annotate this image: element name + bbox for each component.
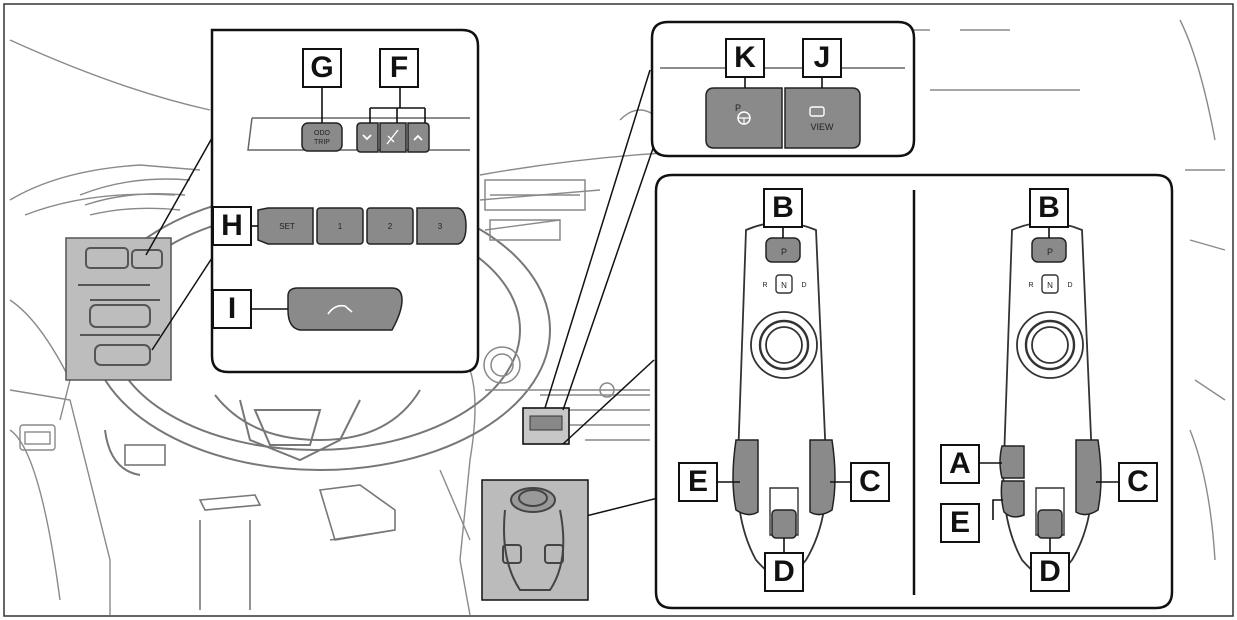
c-button-right xyxy=(1075,439,1102,516)
shift-p-right: P xyxy=(1047,247,1053,257)
odo-text: ODO xyxy=(314,130,331,137)
callout-e-left: E xyxy=(678,462,718,502)
odo-trip-button xyxy=(301,122,343,152)
memory-buttons xyxy=(257,207,467,245)
callout-i: I xyxy=(212,289,252,329)
d-button-left xyxy=(771,509,797,539)
callout-a-right: A xyxy=(940,444,980,484)
view-button xyxy=(784,87,861,149)
highlight-left xyxy=(65,237,172,381)
connector-lines xyxy=(145,69,691,521)
callout-c-right: C xyxy=(1118,462,1158,502)
shift-n-right: N xyxy=(1047,281,1053,290)
callout-b-right: B xyxy=(1029,188,1069,228)
easy-access-button xyxy=(287,287,403,331)
shifter-leaders xyxy=(718,228,1118,552)
callout-c-left: C xyxy=(850,462,890,502)
callout-d-right: D xyxy=(1030,552,1070,592)
camera-icon xyxy=(809,106,825,117)
callout-f: F xyxy=(379,48,419,88)
pedals xyxy=(124,444,396,610)
chevron-up-icon xyxy=(413,134,423,141)
set-button-text: SET xyxy=(279,222,295,231)
callout-d-left: D xyxy=(764,552,804,592)
shifter-left xyxy=(736,221,828,581)
shift-r-right: R xyxy=(1028,282,1033,289)
shift-d-left: D xyxy=(801,282,806,289)
a-button-right xyxy=(999,445,1025,479)
c-button-left xyxy=(809,439,836,516)
trip-text: TRIP xyxy=(314,139,330,146)
preset-2-text: 2 xyxy=(388,222,393,231)
steering-adjust-icon xyxy=(386,129,399,145)
e-button-right xyxy=(1000,480,1025,518)
shift-r-left: R xyxy=(762,282,767,289)
shift-p-left: P xyxy=(781,247,787,257)
chevron-down-icon xyxy=(362,134,372,141)
shift-d-right: D xyxy=(1067,282,1072,289)
callout-e-right: E xyxy=(940,503,980,543)
seat-icon xyxy=(327,304,353,315)
callout-b-left: B xyxy=(763,188,803,228)
callout-g: G xyxy=(302,48,342,88)
panel-console-buttons xyxy=(650,20,916,158)
shift-n-left: N xyxy=(781,281,787,290)
e-button-left xyxy=(732,439,759,516)
callout-k: K xyxy=(725,38,765,78)
left-vents xyxy=(19,178,191,451)
callout-j: J xyxy=(802,38,842,78)
parking-p-text: P xyxy=(735,103,741,113)
view-text: VIEW xyxy=(810,122,834,132)
preset-3-text: 3 xyxy=(438,222,443,231)
callout-h: H xyxy=(212,206,252,246)
d-button-right xyxy=(1037,509,1063,539)
f-button-group xyxy=(356,122,430,153)
preset-1-text: 1 xyxy=(338,222,343,231)
panel-steering-switches xyxy=(210,28,480,374)
